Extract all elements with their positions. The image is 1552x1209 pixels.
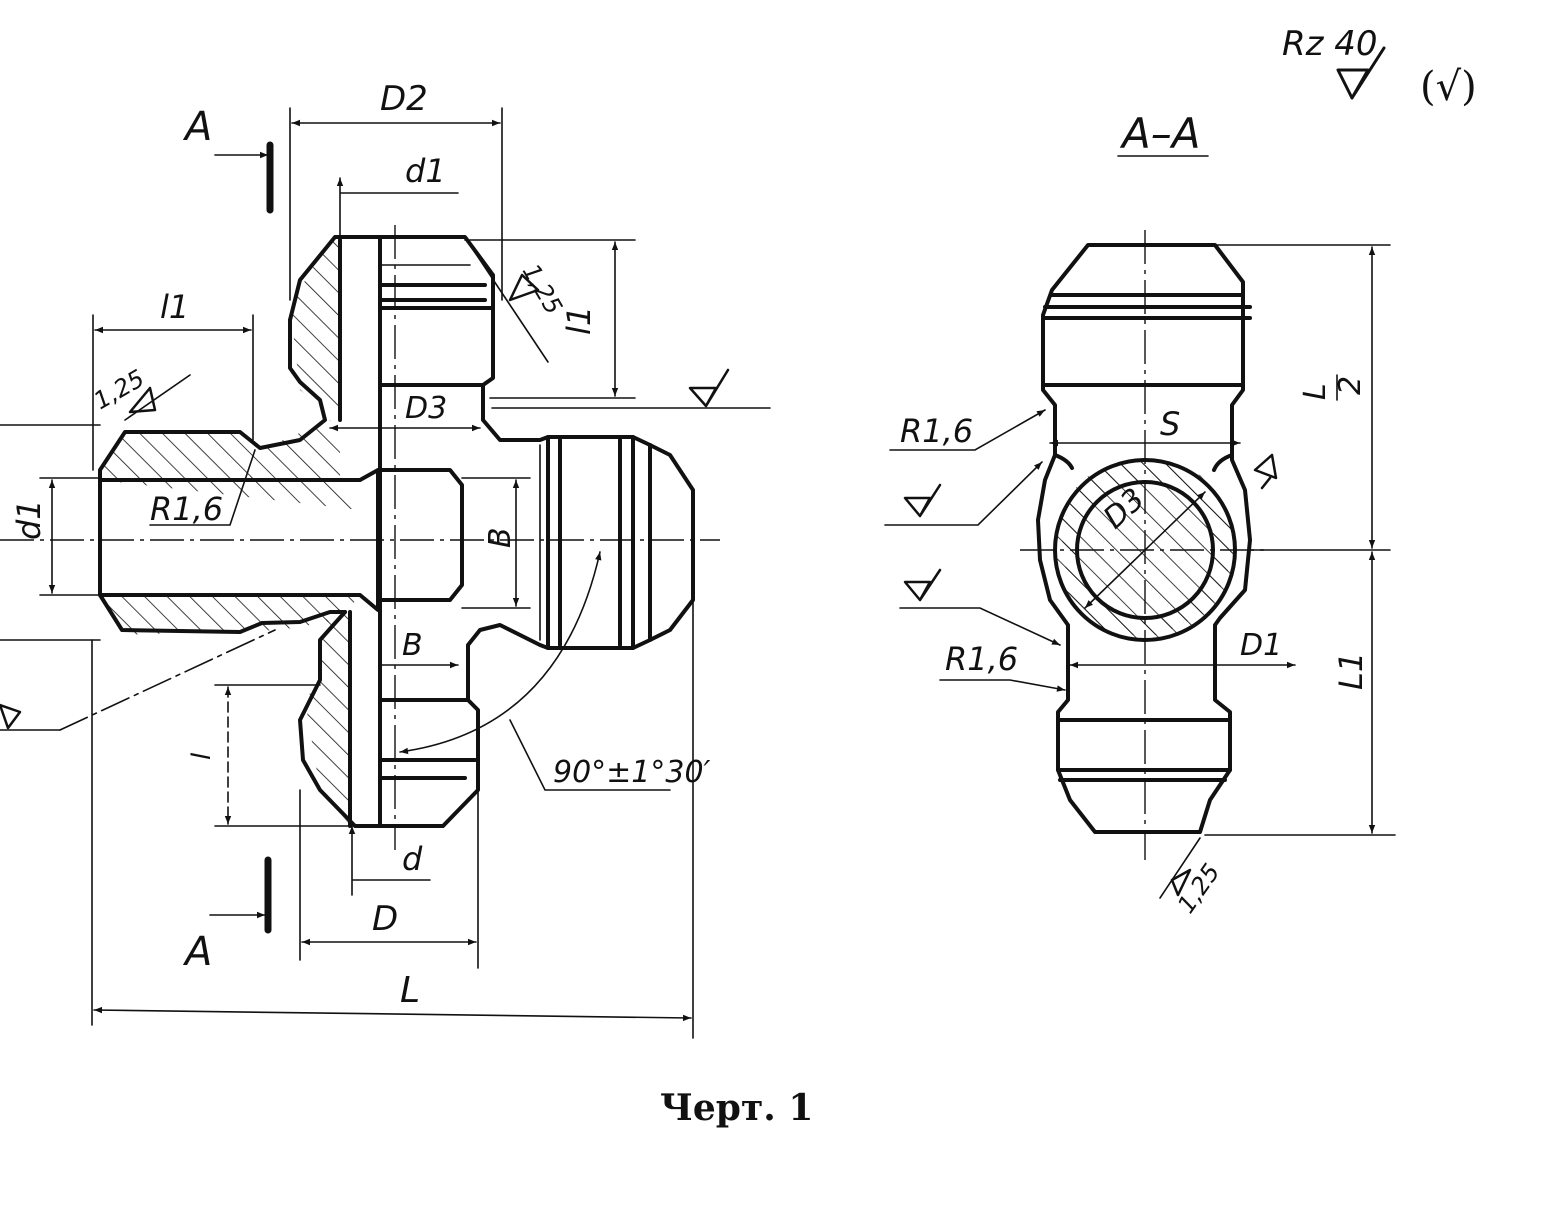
main-dimensions: A A D2 d1 l1 1,25 l1 1,25 d1 R1,6 xyxy=(0,79,771,1039)
dim-l: l xyxy=(187,752,217,760)
dim-S: S xyxy=(1160,405,1180,443)
dim-B-vertical: B xyxy=(483,527,518,548)
roughness-left: 1,25 xyxy=(89,364,149,415)
dim-angle: 90°±1°30′ xyxy=(553,755,711,790)
roughness-other: (√) xyxy=(1420,64,1477,110)
radius-left: R1,6 xyxy=(150,490,223,528)
dim-l1-vertical: l1 xyxy=(560,306,598,335)
dim-l1-horizontal: l1 xyxy=(160,288,189,326)
dim-L-half-den: 2 xyxy=(1333,376,1368,395)
section-mark-top: A xyxy=(182,104,212,150)
section-mark-bottom: A xyxy=(182,929,212,975)
figure-caption: Черт. 1 xyxy=(660,1087,813,1129)
dim-B-horizontal: B xyxy=(402,628,423,663)
section-view: A–A L 2 L1 S D1 D3 R1,6 xyxy=(884,109,1396,918)
roughness-symbol-general: Rz 40 (√) xyxy=(1282,24,1477,110)
dim-L: L xyxy=(400,970,420,1011)
dim-D3: D3 xyxy=(405,391,447,426)
dim-D: D xyxy=(372,899,398,939)
roughness-text: Rz 40 xyxy=(1282,24,1378,64)
dim-D1: D1 xyxy=(1240,628,1282,663)
dim-D2: D2 xyxy=(380,79,428,119)
radius-section-top: R1,6 xyxy=(900,412,973,450)
dim-d1-top: d1 xyxy=(405,152,446,190)
section-title: A–A xyxy=(1119,109,1200,158)
dim-L1: L1 xyxy=(1332,652,1370,690)
dim-L-half-num: L xyxy=(1298,383,1333,400)
radius-section-bottom: R1,6 xyxy=(945,640,1018,678)
dim-d1-left: d1 xyxy=(10,499,48,540)
dim-d: d xyxy=(402,840,423,878)
